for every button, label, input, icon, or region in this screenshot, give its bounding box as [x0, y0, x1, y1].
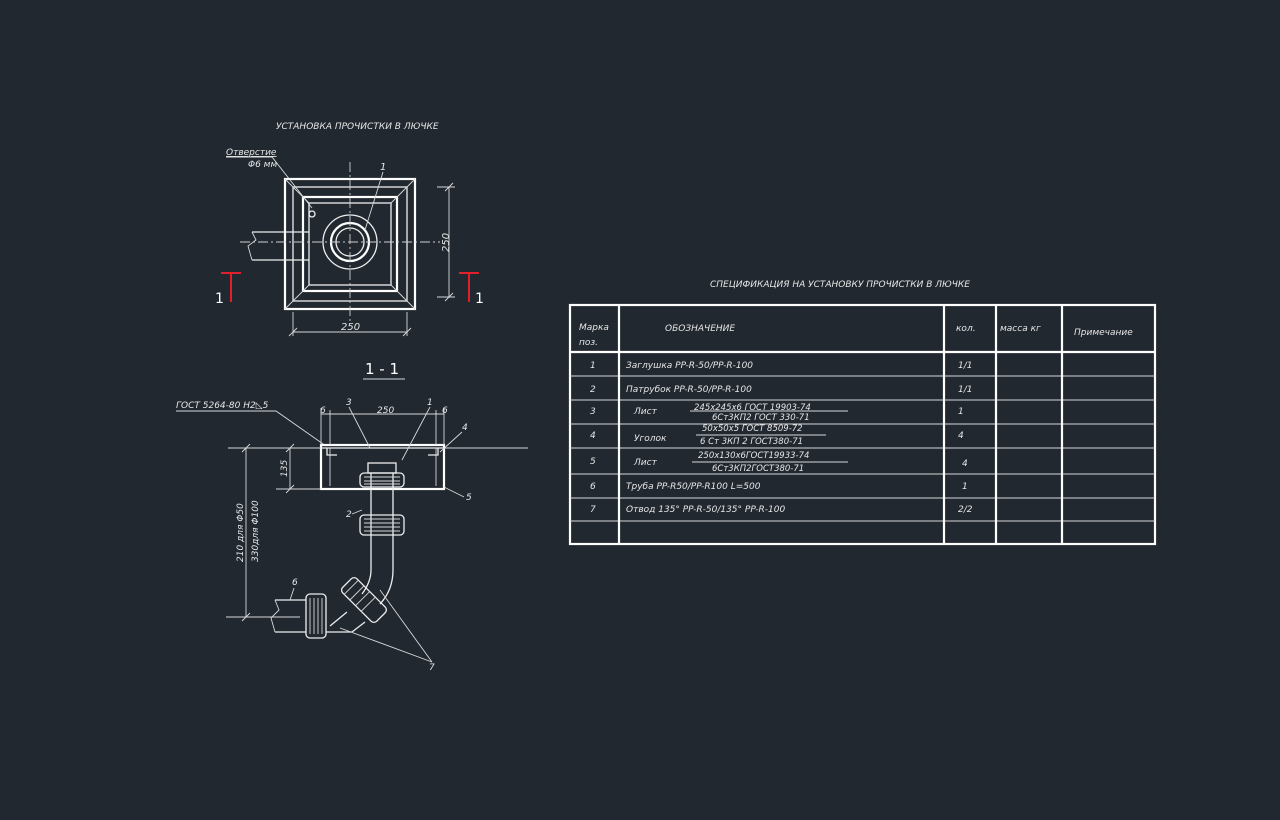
spec-row-6-name: Труба PP-R50/PP-R100 L=500 [626, 482, 761, 492]
spec-row-7-mark: 7 [590, 505, 596, 515]
section-pos-5: 5 [466, 493, 472, 503]
hole-mark [308, 210, 316, 218]
spec-header-mark-1: Марка [579, 323, 609, 333]
spec-row-5-mark: 5 [590, 457, 596, 467]
spec-row-5-top: 250х130х6ГОСТ19933-74 [698, 451, 809, 461]
gost-weld-label: ГОСТ 5264-80 Н2◺5 [176, 401, 269, 411]
coupling-top [359, 472, 405, 488]
spec-row-2-mark: 2 [590, 385, 596, 395]
spec-row-6-qty: 1 [962, 482, 968, 492]
section-pos-2: 2 [346, 510, 352, 520]
spec-header-mark-2: поз. [579, 338, 598, 348]
pipe-break [247, 231, 257, 261]
section-dim-6-left: 6 [320, 406, 326, 416]
spec-row-5-name: Лист [633, 458, 658, 468]
spec-row-3-top: 245х245х6 ГОСТ 19903-74 [694, 403, 811, 413]
section-mark-left [221, 272, 241, 302]
section-pos-7: 7 [429, 663, 435, 673]
spec-row-1-qty: 1/1 [958, 361, 972, 371]
spec-row-5-qty: 4 [962, 459, 968, 469]
section-title: 1 - 1 [365, 360, 399, 378]
spec-row-3-name: Лист [633, 407, 658, 417]
spec-header-note: Примечание [1074, 328, 1133, 338]
section-label-right: 1 [475, 291, 484, 307]
section-dim-6-right: 6 [442, 406, 448, 416]
spec-row-7-name: Отвод 135° PP-R-50/135° PP-R-100 [626, 505, 785, 515]
spec-row-4-top: 50х50х5 ГОСТ 8509-72 [702, 424, 803, 434]
hole-size: Φ6 мм [248, 160, 277, 170]
plan-dim-bottom: 250 [341, 322, 360, 333]
section-pos-6: 6 [292, 578, 298, 588]
spec-row-2-name: Патрубок PP-R-50/PP-R-100 [626, 385, 752, 395]
spec-row-3-mark: 3 [590, 407, 596, 417]
spec-header-designation: ОБОЗНАЧЕНИЕ [665, 324, 735, 334]
coupling-middle [359, 514, 405, 536]
spec-header-mass: масса кг [1000, 324, 1041, 334]
hole-label: Отверстие [226, 148, 277, 158]
spec-table [568, 303, 1157, 546]
spec-row-4-bottom: 6 Ст 3КП 2 ГОСТ380-71 [700, 437, 803, 447]
spec-header-qty: кол. [956, 324, 976, 334]
section-mark-right [459, 272, 479, 302]
plan-pos-1: 1 [380, 162, 386, 173]
spec-row-1-name: Заглушка PP-R-50/PP-R-100 [626, 361, 753, 371]
spec-row-7-qty: 2/2 [958, 505, 973, 515]
spec-row-1-mark: 1 [590, 361, 596, 371]
section-dim-top: 250 [377, 406, 394, 416]
section-pos-3: 3 [346, 398, 352, 408]
elbow-coupling [340, 576, 388, 624]
spec-row-4-mark: 4 [590, 431, 596, 441]
spec-row-5-bottom: 6Ст3КП2ГОСТ380-71 [712, 464, 804, 474]
spec-title: СПЕЦИФИКАЦИЯ НА УСТАНОВКУ ПРОЧИСТКИ В ЛЮ… [710, 280, 970, 290]
plan-title: УСТАНОВКА ПРОЧИСТКИ В ЛЮЧКЕ [276, 122, 439, 132]
section-dim-vert-2: 330для Φ100 [251, 500, 261, 562]
spec-row-4-name: Уголок [634, 434, 667, 444]
spec-row-2-qty: 1/1 [958, 385, 972, 395]
side-pipe-break [270, 599, 280, 633]
hole-leader [226, 156, 313, 209]
spec-row-3-bottom: 6Ст3КП2 ГОСТ 330-71 [712, 413, 810, 423]
spec-row-6-mark: 6 [590, 482, 596, 492]
section-label-left: 1 [215, 291, 224, 307]
plan-dim-right: 250 [441, 233, 452, 252]
hatch-box [319, 443, 446, 491]
section-pos-4: 4 [462, 423, 468, 433]
spec-row-4-qty: 4 [958, 431, 964, 441]
side-coupling [305, 593, 327, 639]
pipe-outer-circle [322, 214, 378, 270]
section-dim-135: 135 [280, 460, 290, 477]
section-dim-vert-1: 210 для Φ50 [236, 503, 246, 562]
section-pos-1: 1 [427, 398, 433, 408]
spec-row-3-qty: 1 [958, 407, 964, 417]
plug [367, 462, 397, 474]
